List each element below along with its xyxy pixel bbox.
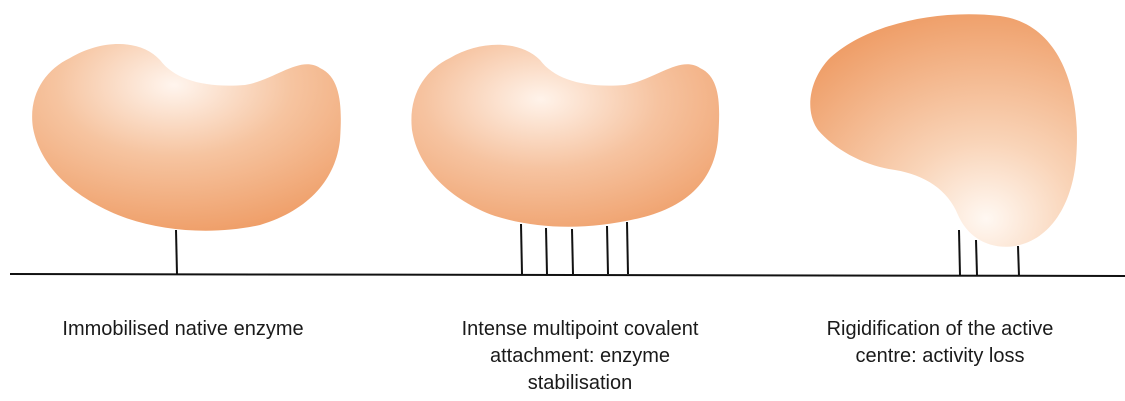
multipoint-attachment-link-1: [521, 224, 522, 274]
rigid-caption-line-1: Rigidification of the active: [770, 316, 1110, 343]
native-attachment-link: [176, 230, 177, 274]
rigid-enzyme-shape: [810, 14, 1077, 247]
native-caption-line-1: Immobilised native enzyme: [18, 316, 348, 343]
multipoint-attachment-link-5: [627, 222, 628, 274]
multipoint-caption-line-2: attachment: enzyme: [400, 343, 760, 370]
rigid-attachment-link-2: [976, 240, 977, 275]
multipoint-enzyme-shape: [411, 45, 719, 227]
rigid-attachment-link-3: [1018, 246, 1019, 276]
native-enzyme-caption: Immobilised native enzyme: [18, 316, 348, 343]
rigid-attachment-link-1: [959, 230, 960, 275]
multipoint-caption-line-1: Intense multipoint covalent: [400, 316, 760, 343]
multipoint-caption-line-3: stabilisation: [400, 370, 760, 397]
rigid-caption-line-2: centre: activity loss: [770, 343, 1110, 370]
multipoint-attachment-caption: Intense multipoint covalent attachment: …: [400, 316, 760, 397]
native-enzyme-shape: [32, 44, 341, 231]
rigidification-caption: Rigidification of the active centre: act…: [770, 316, 1110, 370]
support-surface-line: [10, 274, 1125, 276]
multipoint-attachment-link-2: [546, 228, 547, 274]
multipoint-attachment-link-3: [572, 229, 573, 274]
multipoint-attachment-link-4: [607, 226, 608, 274]
